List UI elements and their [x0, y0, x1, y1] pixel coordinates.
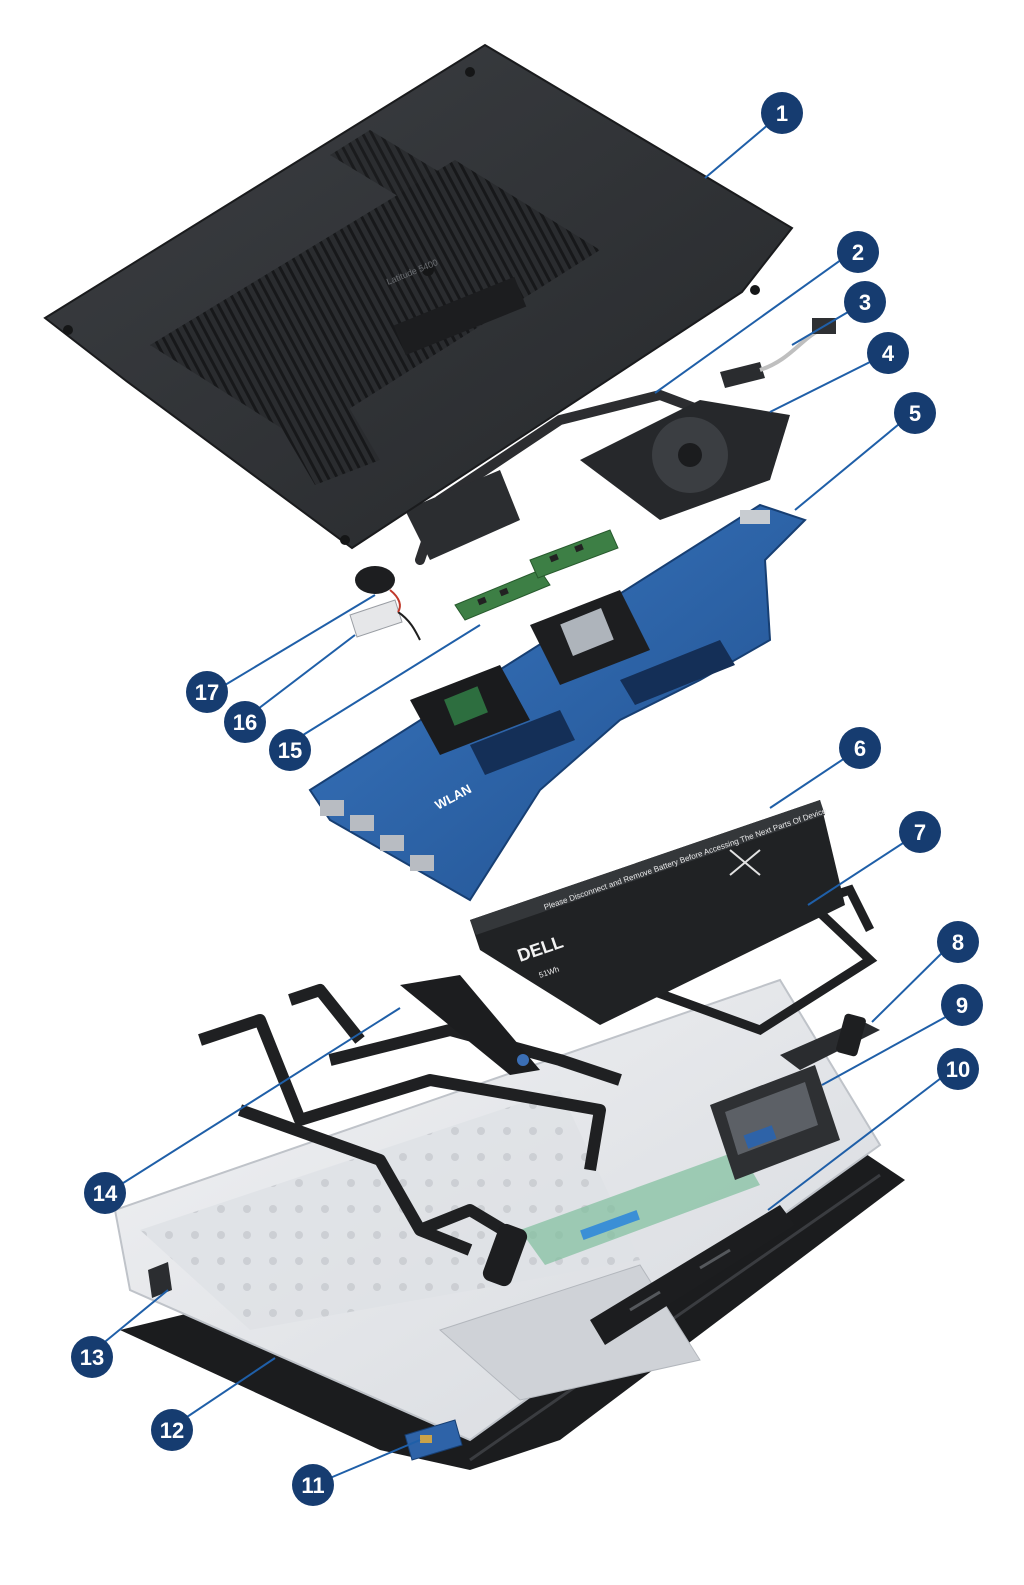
system-fan-part [580, 400, 790, 520]
motherboard-part: WLAN [308, 503, 807, 902]
callout-number: 5 [909, 401, 921, 426]
leader-line-9 [821, 1007, 963, 1086]
callout-number: 8 [952, 930, 964, 955]
touchpad-buttons-part [590, 1205, 795, 1345]
callout-12: 12 [151, 1409, 193, 1451]
leader-line-14 [111, 1007, 401, 1191]
speaker-right-part [780, 1013, 880, 1070]
leader-line-8 [871, 944, 951, 1023]
callout-9: 9 [941, 984, 983, 1026]
leader-line-10 [767, 1074, 946, 1211]
callout-number: 14 [93, 1181, 118, 1206]
callout-number: 2 [852, 240, 864, 265]
heatsink-part [405, 389, 705, 565]
callout-number: 9 [956, 993, 968, 1018]
callout-13: 13 [71, 1336, 113, 1378]
callout-11: 11 [292, 1464, 334, 1506]
leader-line-12 [174, 1357, 276, 1426]
callout-3: 3 [844, 281, 886, 323]
callout-5: 5 [894, 392, 936, 434]
callout-4: 4 [867, 332, 909, 374]
leader-line-13 [94, 1289, 169, 1351]
callout-number: 11 [301, 1473, 324, 1498]
callout-number: 7 [914, 820, 926, 845]
callout-number: 6 [854, 736, 866, 761]
smart-card-reader-part [710, 1065, 840, 1180]
callout-number: 16 [233, 710, 257, 735]
leader-line-17 [219, 594, 376, 689]
leader-line-11 [329, 1439, 421, 1479]
leader-line-7 [807, 831, 921, 906]
leader-line-16 [249, 634, 356, 716]
leader-line-15 [294, 624, 481, 741]
callout-number: 4 [882, 341, 895, 366]
battery-part: Please Disconnect and Remove Battery Bef… [470, 800, 845, 1025]
callout-number: 15 [278, 738, 302, 763]
callout-number: 17 [195, 680, 219, 705]
callout-2: 2 [837, 231, 879, 273]
callout-8: 8 [937, 921, 979, 963]
small-io-board-part [404, 1419, 463, 1461]
callout-number: 10 [946, 1057, 970, 1082]
wlan-card-part [349, 599, 421, 641]
coin-cell-battery-part [355, 566, 401, 613]
callout-1: 1 [761, 92, 803, 134]
callout-14: 14 [84, 1172, 126, 1214]
power-button-part [148, 1262, 172, 1298]
callout-15: 15 [269, 729, 311, 771]
callout-17: 17 [186, 671, 228, 713]
callout-markers: 1 2 3 4 5 6 7 8 9 10 11 12 13 14 15 16 1… [71, 92, 983, 1506]
callout-number: 3 [859, 290, 871, 315]
leader-line-4 [769, 352, 889, 413]
callout-6: 6 [839, 727, 881, 769]
callout-number: 12 [160, 1418, 184, 1443]
memory-modules-part [454, 529, 619, 621]
leader-line-5 [794, 414, 911, 511]
leader-lines [94, 112, 963, 1479]
callout-number: 1 [776, 101, 788, 126]
callout-7: 7 [899, 811, 941, 853]
leader-line-2 [654, 251, 853, 394]
bottom-cover-part: Latitude 5400 [43, 43, 794, 550]
speaker-left-part [482, 1223, 528, 1287]
callout-16: 16 [224, 701, 266, 743]
callout-10: 10 [937, 1048, 979, 1090]
callout-number: 13 [80, 1345, 104, 1370]
solid-state-drive-part [400, 975, 540, 1075]
